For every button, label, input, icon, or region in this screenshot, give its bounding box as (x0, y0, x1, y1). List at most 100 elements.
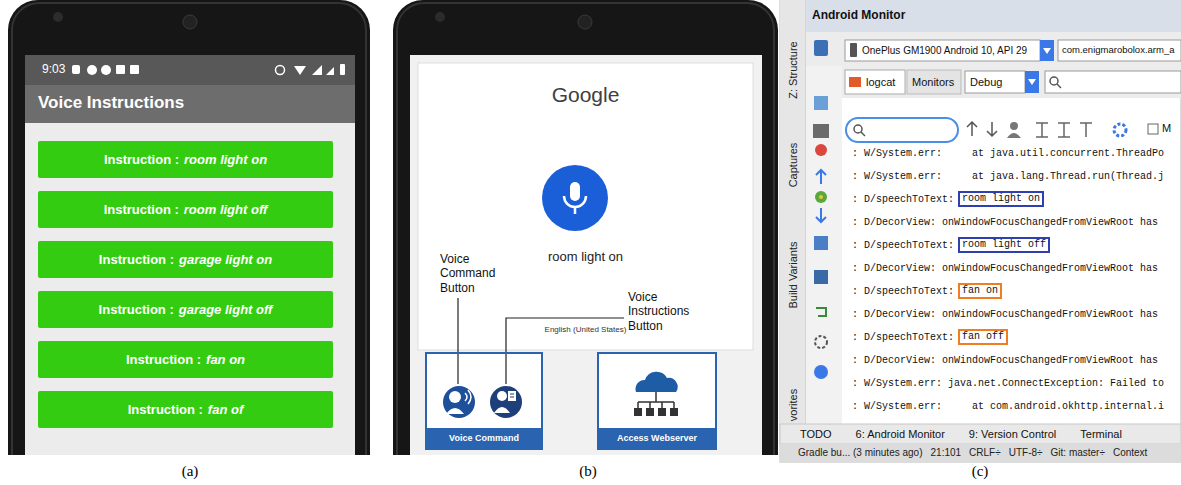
status-item: CRLF÷ (969, 447, 1001, 459)
line-shape (861, 132, 865, 136)
rect-shape (814, 236, 828, 250)
leader-line (457, 298, 458, 384)
path-shape (1036, 123, 1048, 137)
line-shape (649, 402, 651, 408)
instruction-button: Instruction :garage light on (38, 241, 333, 278)
log-line: : W/System.err: at com.android.okhttp.in… (852, 401, 1164, 413)
rect-shape (130, 65, 139, 74)
rect-shape (116, 65, 125, 74)
instruction-prefix: Instruction : (128, 402, 203, 417)
recognized-text: room light off (962, 239, 1046, 251)
status-item: UTF-8÷ (1009, 447, 1043, 459)
path-shape (816, 170, 826, 184)
rect-shape (597, 352, 717, 450)
path-shape (1080, 123, 1092, 137)
line-shape (574, 207, 577, 214)
rect-shape (72, 65, 80, 74)
circle-shape (53, 12, 63, 22)
circle-shape (854, 125, 862, 133)
log-highlight: room light off (958, 237, 1050, 253)
circle-shape (490, 386, 522, 418)
card-label: Access Webserver (599, 428, 715, 448)
rect-shape (1148, 124, 1158, 134)
rect-shape (806, 66, 842, 424)
rect-shape (806, 32, 1181, 66)
log-line: : D/DecorView: onWindowFocusChangedFromV… (852, 217, 1158, 229)
path-shape (312, 65, 322, 75)
rect-shape (646, 408, 654, 416)
instruction-phrase: garage light off (179, 302, 273, 317)
rect-shape (658, 408, 666, 416)
rect-shape (12, 3, 366, 485)
status-item: 21:101 (931, 447, 962, 459)
voice-dialog: Googleroom light onEnglish (United State… (418, 63, 753, 350)
side-tab: Z: Structure (787, 41, 800, 98)
phone-a (8, 0, 370, 485)
instruction-phrase: room light on (184, 152, 267, 167)
log-line: : W/System.err: java.net.ConnectExceptio… (852, 378, 1164, 390)
rect-shape (1040, 40, 1054, 61)
path-shape (635, 372, 677, 392)
instruction-phrase: garage light on (179, 252, 272, 267)
log-highlight: room light on (958, 191, 1044, 207)
circle-shape (449, 391, 461, 403)
recognized-text: fan off (962, 331, 1004, 343)
log-highlight: fan on (958, 283, 1002, 299)
path-shape (987, 122, 997, 136)
instruction-button: Instruction :garage light off (38, 291, 333, 328)
path-shape (1043, 48, 1051, 54)
instruction-prefix: Instruction : (104, 202, 179, 217)
path-shape (816, 308, 826, 316)
circle-shape (1050, 77, 1058, 85)
side-tab: vorites (787, 389, 800, 421)
path-shape (816, 208, 826, 222)
rect-shape (634, 408, 642, 416)
rect-shape (1025, 71, 1039, 93)
tool-tab: 6: Android Monitor (856, 428, 945, 441)
line-shape (673, 402, 675, 408)
device-selector: OnePlus GM1900 Android 10, API 29 (862, 45, 1027, 57)
instruction-prefix: Instruction : (126, 352, 201, 367)
rect-shape (670, 408, 678, 416)
rect-shape (340, 64, 345, 75)
process-selector: com.enigmarobolox.arm_a (1062, 45, 1174, 56)
circle-shape (276, 66, 285, 75)
log-line: : D/speechToText: (852, 240, 954, 252)
log-line: : D/DecorView: onWindowFocusChangedFromV… (852, 309, 1158, 321)
rect-shape (845, 70, 905, 94)
g-shape (72, 64, 345, 75)
circle-shape (435, 12, 445, 22)
panel-caption: (a) (182, 463, 199, 480)
rect-shape (410, 55, 762, 475)
rect-shape (8, 0, 370, 485)
line-shape (655, 392, 657, 402)
rect-shape (965, 71, 1025, 93)
rect-shape (845, 40, 1040, 61)
rect-shape (849, 77, 861, 87)
rect-shape (397, 3, 774, 485)
rect-shape (780, 444, 1181, 462)
webserver-icon (634, 372, 678, 416)
instruction-button: Instruction :fan on (38, 341, 333, 378)
log-highlight: fan off (958, 329, 1008, 345)
rect-shape (25, 55, 355, 475)
log-line: : D/speechToText: (852, 332, 954, 344)
app-title: Voice Instructions (38, 93, 184, 113)
android-monitor (780, 0, 1181, 462)
status-item: Context (1113, 447, 1147, 459)
circle-shape (815, 336, 827, 348)
rect-shape (850, 43, 857, 57)
line-shape (638, 401, 674, 403)
path-shape (294, 66, 306, 75)
rect-shape (508, 391, 516, 401)
phone-b (393, 0, 778, 485)
instruction-phrase: room light off (184, 202, 268, 217)
recognized-text: room light on (962, 193, 1040, 205)
circle-shape (578, 15, 592, 29)
voice-instructions-icon (490, 386, 522, 418)
rect-shape (780, 424, 1181, 444)
circle-shape (497, 391, 507, 401)
rect-shape (806, 0, 1181, 32)
